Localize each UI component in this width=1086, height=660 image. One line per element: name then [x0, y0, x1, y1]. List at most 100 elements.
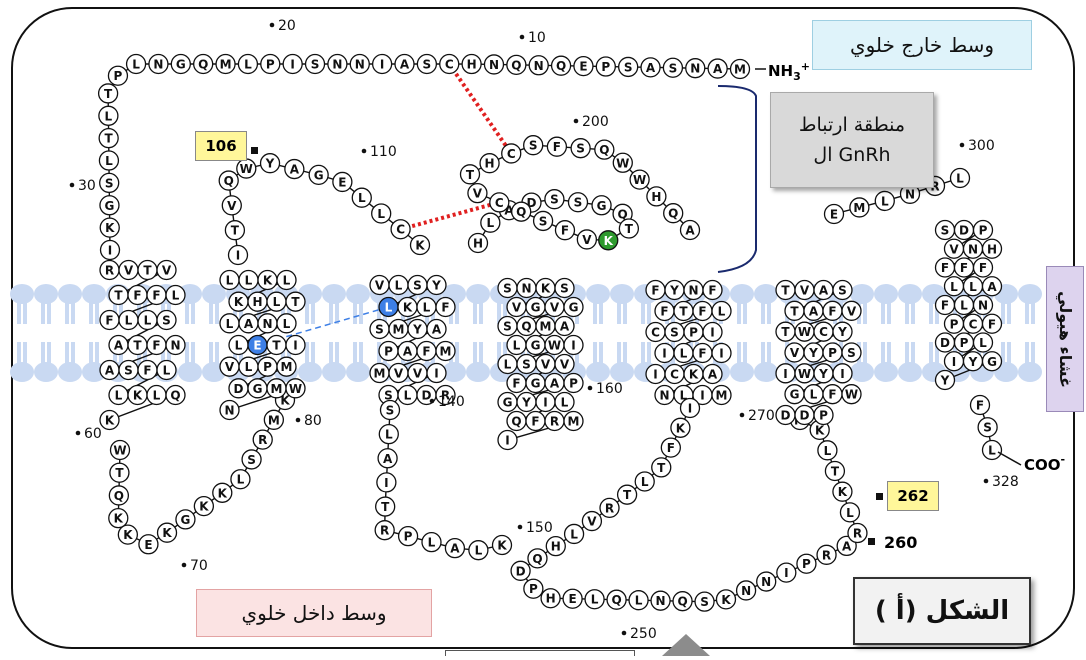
residue-l: L	[818, 441, 837, 460]
residue-g: G	[171, 55, 190, 74]
svg-text:P: P	[802, 557, 811, 571]
svg-text:T: T	[105, 132, 114, 146]
svg-text:V: V	[582, 233, 592, 247]
residue-l: L	[372, 204, 391, 223]
residue-f: F	[547, 137, 566, 156]
residue-number-80: 80	[304, 413, 322, 429]
residue-l: L	[379, 425, 398, 444]
svg-text:H: H	[473, 237, 483, 251]
svg-text:P: P	[384, 345, 393, 359]
svg-text:L: L	[144, 314, 152, 328]
svg-text:I: I	[840, 367, 844, 381]
residue-t: T	[99, 129, 118, 148]
residue-y: Y	[936, 371, 955, 390]
svg-text:D: D	[516, 564, 526, 578]
residue-r: R	[253, 430, 272, 449]
residue-l: L	[481, 213, 500, 232]
residue-i: I	[498, 431, 517, 450]
svg-text:P: P	[960, 336, 969, 350]
svg-text:N: N	[521, 282, 531, 296]
svg-text:H: H	[546, 592, 556, 606]
residue-g: G	[498, 393, 517, 412]
svg-text:V: V	[587, 515, 597, 529]
svg-text:H: H	[987, 242, 997, 256]
svg-text:L: L	[570, 527, 578, 541]
svg-text:N: N	[659, 389, 669, 403]
residue-i: I	[283, 55, 302, 74]
svg-text:N: N	[489, 58, 499, 72]
residue-f: F	[661, 438, 680, 457]
residue-y: Y	[833, 322, 852, 341]
residue-w: W	[630, 170, 649, 189]
svg-text:W: W	[845, 388, 858, 402]
residue-t: T	[461, 165, 480, 184]
svg-text:V: V	[227, 199, 237, 213]
svg-text:V: V	[225, 360, 235, 374]
svg-text:I: I	[380, 58, 384, 72]
residue-k: K	[118, 525, 137, 544]
svg-text:L: L	[487, 216, 495, 230]
residue-n: N	[328, 55, 347, 74]
residue-q: Q	[219, 171, 238, 190]
svg-text:S: S	[503, 282, 512, 296]
svg-text:A: A	[713, 62, 723, 76]
svg-text:S: S	[574, 196, 583, 210]
residue-s: S	[695, 592, 714, 611]
svg-text:L: L	[641, 475, 649, 489]
residue-i: I	[286, 336, 305, 355]
residue-e: E	[333, 172, 352, 191]
svg-text:K: K	[838, 485, 848, 499]
residue-q: Q	[595, 140, 614, 159]
svg-text:F: F	[960, 261, 968, 275]
residue-v: V	[582, 512, 601, 531]
svg-text:T: T	[231, 224, 240, 238]
residue-f: F	[955, 258, 974, 277]
svg-text:L: L	[245, 274, 253, 288]
svg-text:S: S	[522, 358, 531, 372]
residue-r: R	[817, 545, 836, 564]
svg-text:G: G	[531, 377, 541, 391]
svg-text:A: A	[403, 345, 413, 359]
residue-s: S	[119, 361, 138, 380]
svg-text:P: P	[266, 58, 275, 72]
residue-number-dot	[740, 413, 745, 418]
residue-a: A	[395, 55, 414, 74]
svg-text:L: L	[377, 207, 385, 221]
svg-text:V: V	[560, 358, 570, 372]
svg-text:Y: Y	[431, 279, 441, 293]
svg-text:A: A	[842, 539, 852, 553]
residue-i: I	[377, 473, 396, 492]
residue-t: T	[618, 485, 637, 504]
residue-q: Q	[664, 204, 683, 223]
residue-i: I	[655, 344, 674, 363]
svg-text:S: S	[423, 58, 432, 72]
residue-f: F	[100, 311, 119, 330]
svg-text:M: M	[853, 201, 865, 215]
residue-h: H	[647, 187, 666, 206]
residue-k: K	[599, 231, 618, 250]
residue-t: T	[776, 322, 795, 341]
residue-v: V	[785, 343, 804, 362]
svg-text:F: F	[561, 224, 569, 238]
residue-i: I	[712, 344, 731, 363]
residue-g: G	[592, 196, 611, 215]
svg-text:F: F	[698, 305, 706, 319]
residue-l: L	[629, 591, 648, 610]
svg-text:C: C	[969, 317, 978, 331]
residue-p: P	[955, 333, 974, 352]
svg-text:P: P	[819, 409, 828, 423]
svg-text:P: P	[569, 377, 578, 391]
residue-number-300: 300	[968, 138, 995, 154]
svg-text:S: S	[311, 58, 320, 72]
svg-text:S: S	[576, 142, 585, 156]
svg-text:Y: Y	[521, 396, 531, 410]
svg-text:F: F	[976, 399, 984, 413]
svg-text:W: W	[240, 162, 253, 176]
residue-p: P	[684, 323, 703, 342]
residue-number-dot	[70, 183, 75, 188]
residue-i: I	[564, 336, 583, 355]
residue-w: W	[842, 385, 861, 404]
svg-text:G: G	[597, 199, 607, 213]
residue-m: M	[216, 55, 235, 74]
residue-s: S	[665, 323, 684, 342]
